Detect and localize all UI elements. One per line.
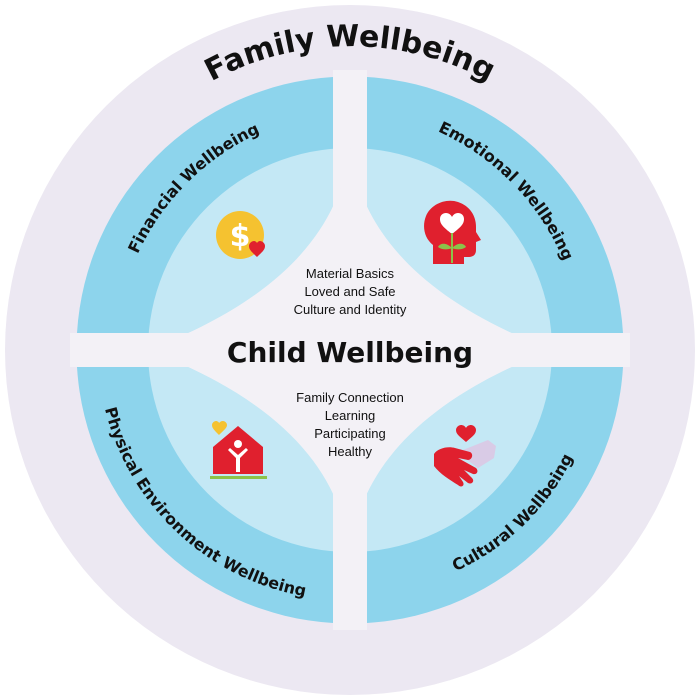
center-star-overlay xyxy=(148,148,552,552)
center-title: Child Wellbeing xyxy=(227,336,473,369)
svg-text:$: $ xyxy=(230,219,251,254)
center-item: Loved and Safe xyxy=(304,284,395,299)
center-item: Participating xyxy=(314,426,386,441)
center-item: Material Basics xyxy=(306,266,395,281)
center-item: Family Connection xyxy=(296,390,404,405)
head-with-heart-flower-icon xyxy=(424,200,481,264)
dollar-coin-heart-icon: $ xyxy=(216,211,265,259)
handshake-heart-icon xyxy=(434,425,496,487)
center-bottom-list: Family Connection Learning Participating… xyxy=(296,390,404,459)
center-top-list: Material Basics Loved and Safe Culture a… xyxy=(294,266,407,317)
center-item: Learning xyxy=(325,408,376,423)
house-with-person-icon xyxy=(210,421,267,479)
center-item: Healthy xyxy=(328,444,373,459)
center-item: Culture and Identity xyxy=(294,302,407,317)
